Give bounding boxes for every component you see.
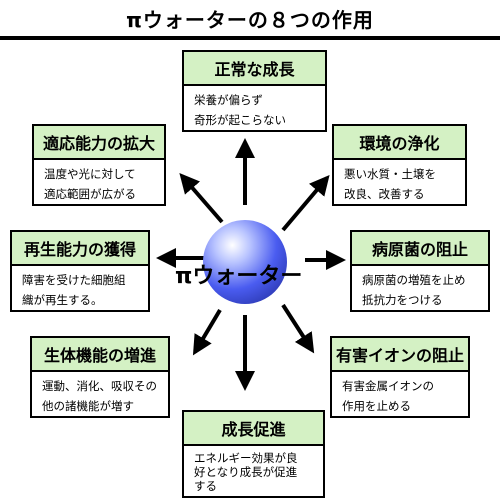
effect-title: 環境の浄化 [334,126,465,160]
effect-description: 有害金属イオンの 作用を止める [342,379,434,413]
effect-box-environment: 環境の浄化 悪い水質・土壌を 改良、改善する [332,124,467,206]
effect-title: 成長促進 [184,412,323,446]
effect-description: 病原菌の増殖を止め 抵抗力をつける [362,273,466,307]
effect-title: 正常な成長 [184,52,325,86]
effect-box-heavy-metal: 有害イオンの阻止 有害金属イオンの 作用を止める [330,336,470,418]
effect-description: 悪い水質・土壌を 改良、改善する [344,167,436,201]
arrow-down-right [281,303,315,354]
effect-title: 病原菌の阻止 [352,232,488,266]
arrow-down-left [192,308,222,356]
effect-box-body-function: 生体機能の増進 運動、消化、吸収その 他の諸機能が増す [30,336,170,418]
effect-description: 温度や光に対して 適応範囲が広がる [44,167,136,201]
effect-description: 運動、消化、吸収その 他の諸機能が増す [42,379,157,413]
effect-title: 生体機能の増進 [32,338,168,372]
arrow-up-right [281,174,330,232]
arrow-up-left [179,172,224,224]
center-label: πウォーター [175,264,303,289]
effect-description: 障害を受けた細胞組 織が再生する。 [22,273,126,307]
effect-description: エネルギー効果が良 好となり成長が促進 する [194,451,298,493]
effect-box-growth-promotion: 成長促進 エネルギー効果が良 好となり成長が促進 する [182,410,325,498]
effect-title: 有害イオンの阻止 [332,338,468,372]
effect-box-pathogen: 病原菌の阻止 病原菌の増殖を止め 抵抗力をつける [350,230,490,312]
effect-title: 再生能力の獲得 [12,232,148,266]
effect-box-adaptation: 適応能力の拡大 温度や光に対して 適応範囲が広がる [32,124,166,206]
page-title: πウォーターの８つの作用 [0,0,500,40]
effect-box-regeneration: 再生能力の獲得 障害を受けた細胞組 織が再生する。 [10,230,150,312]
pi-water-sphere [203,220,287,304]
effect-description: 栄養が偏らず 奇形が起こらない [194,93,286,127]
effect-box-growth-normal: 正常な成長 栄養が偏らず 奇形が起こらない [182,50,327,132]
effect-title: 適応能力の拡大 [34,126,164,160]
